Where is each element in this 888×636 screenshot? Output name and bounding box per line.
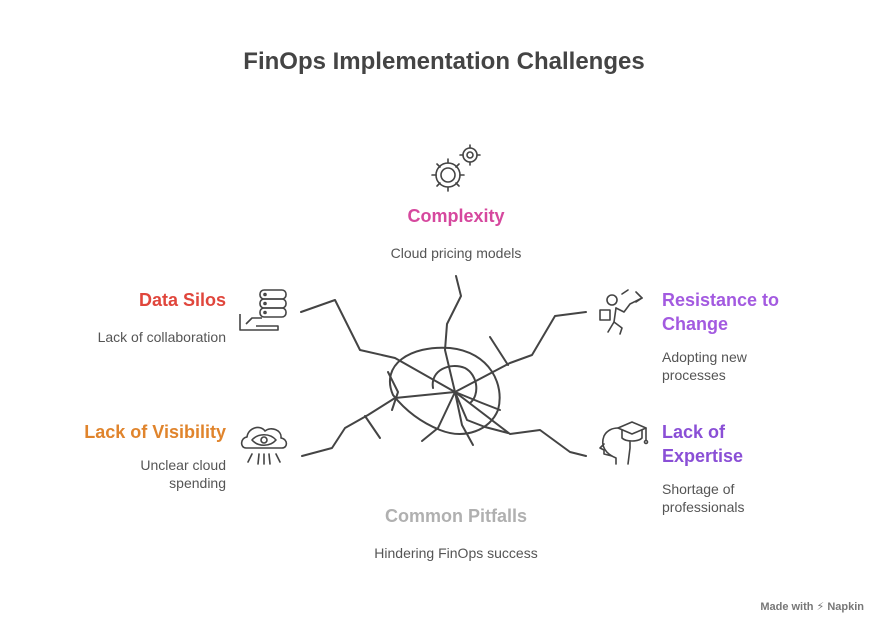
- data-silos-label: Data Silos: [138, 290, 226, 310]
- person-running-icon: [598, 288, 650, 338]
- complexity-label: Complexity: [407, 206, 505, 226]
- complexity-description: Cloud pricing models: [390, 245, 522, 261]
- gears-icon: [430, 144, 482, 194]
- resistance-description: Adopting new processes: [662, 349, 747, 383]
- center-label: Common Pitfalls: [384, 506, 527, 526]
- expertise-label: Lack of Expertise: [662, 422, 744, 466]
- center-description: Hindering FinOps success: [374, 545, 538, 561]
- database-hand-icon: [238, 288, 290, 334]
- visibility-label: Lack of Visibility: [84, 422, 226, 442]
- visibility-description: Unclear cloud spending: [140, 457, 226, 491]
- head-graduation-icon: [598, 418, 650, 470]
- diagram-title: FinOps Implementation Challenges: [243, 48, 645, 75]
- napkin-footer: Made with ⚡ Napkin: [760, 601, 864, 613]
- data-silos-description: Lack of collaboration: [97, 329, 226, 345]
- cloud-eye-icon: [238, 418, 290, 470]
- resistance-label: Resistance to Change: [662, 290, 780, 334]
- expertise-description: Shortage of professionals: [662, 481, 745, 515]
